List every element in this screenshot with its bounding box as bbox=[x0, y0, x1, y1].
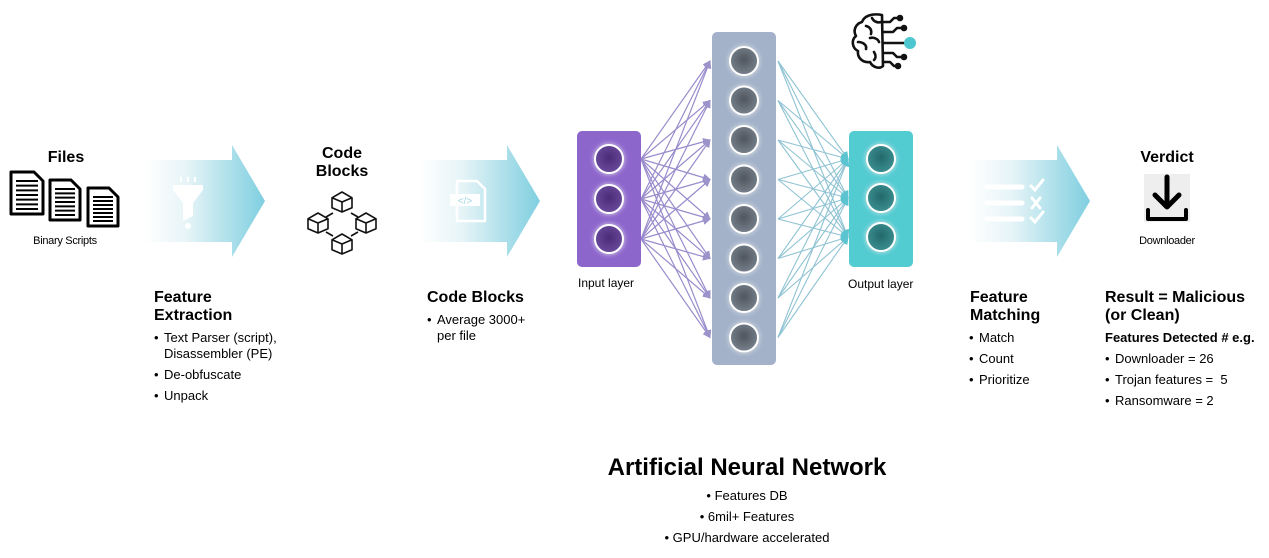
hidden-node bbox=[729, 322, 759, 353]
download-icon bbox=[1144, 174, 1190, 222]
feature-matching-list: Match Count Prioritize bbox=[969, 330, 1069, 393]
input-node bbox=[594, 184, 624, 214]
connection-line bbox=[640, 99, 711, 240]
connection-line bbox=[640, 238, 711, 339]
list-item: Downloader = 26 bbox=[1105, 351, 1265, 367]
document-icon bbox=[9, 170, 120, 228]
output-node bbox=[866, 222, 896, 252]
output-layer-label: Output layer bbox=[848, 277, 914, 291]
list-item: Prioritize bbox=[969, 372, 1069, 388]
document-icon bbox=[86, 186, 120, 228]
verdict-title: Verdict bbox=[1140, 149, 1194, 166]
list-item: Trojan features = 5 bbox=[1105, 372, 1265, 388]
output-node bbox=[866, 183, 896, 213]
document-icon bbox=[9, 170, 45, 216]
hidden-node bbox=[729, 125, 759, 155]
feature-extraction-title-line2: Extraction bbox=[154, 307, 233, 324]
result-list: Downloader = 26 Trojan features = 5 Rans… bbox=[1105, 351, 1265, 414]
feature-extraction-arrow bbox=[145, 145, 265, 257]
connection-line bbox=[777, 236, 849, 338]
feature-extraction-title-line1: Feature bbox=[154, 289, 212, 306]
hidden-layer-box bbox=[712, 32, 776, 365]
list-item: Count bbox=[969, 351, 1069, 367]
cubes-icon bbox=[307, 191, 377, 255]
code-blocks-arrow: </> bbox=[420, 145, 540, 257]
hidden-node bbox=[729, 46, 759, 76]
code-blocks-title-line1: Code bbox=[322, 145, 362, 162]
connection-line bbox=[640, 217, 711, 240]
feature-matching-title: Feature Matching bbox=[970, 289, 1040, 325]
list-item: Unpack bbox=[154, 388, 314, 404]
feature-matching-title-line1: Feature bbox=[970, 289, 1028, 306]
connection-line bbox=[640, 178, 711, 240]
cube bbox=[331, 233, 353, 255]
hidden-output-connections bbox=[777, 60, 850, 338]
list-item: Text Parser (script),Disassembler (PE) bbox=[154, 330, 314, 362]
hidden-node bbox=[729, 243, 759, 274]
input-node bbox=[594, 224, 624, 254]
hidden-node bbox=[729, 164, 759, 195]
list-item: Ransomware = 2 bbox=[1105, 393, 1265, 409]
connection-line bbox=[777, 197, 849, 338]
code-blocks-desc-title: Code Blocks bbox=[427, 289, 524, 306]
list-item: De-obfuscate bbox=[154, 367, 314, 383]
connection-line bbox=[640, 60, 711, 200]
hidden-node bbox=[729, 204, 759, 234]
document-icon bbox=[48, 178, 82, 222]
ann-bullets: • Features DB • 6mil+ Features • GPU/har… bbox=[560, 485, 934, 548]
hidden-node bbox=[729, 85, 759, 116]
connection-line bbox=[777, 139, 849, 162]
connection-line bbox=[777, 158, 849, 220]
input-hidden-connections bbox=[640, 60, 712, 339]
connection-line bbox=[777, 158, 849, 259]
input-layer-label: Input layer bbox=[578, 276, 635, 290]
result-subtitle: Features Detected # e.g. bbox=[1105, 330, 1255, 345]
cube bbox=[331, 191, 353, 213]
ann-bullet: • GPU/hardware accelerated bbox=[664, 530, 830, 545]
connection-line bbox=[777, 60, 849, 160]
ann-title: Artificial Neural Network bbox=[607, 454, 887, 481]
ai-brain-icon bbox=[851, 13, 908, 70]
ann-bullet: • Features DB bbox=[706, 488, 788, 503]
connection-line bbox=[777, 157, 849, 181]
ai-brain-dot bbox=[904, 37, 916, 49]
result-title: Result = Malicious (or Clean) bbox=[1105, 289, 1245, 325]
hidden-node bbox=[729, 283, 759, 313]
result-title-line1: Result = Malicious bbox=[1105, 289, 1246, 306]
feature-matching-arrow bbox=[970, 145, 1090, 257]
input-node bbox=[594, 144, 624, 174]
files-caption: Binary Scripts bbox=[33, 235, 97, 247]
files-title: Files bbox=[47, 149, 85, 166]
list-item: Match bbox=[969, 330, 1069, 346]
connection-line bbox=[777, 100, 849, 160]
verdict-caption: Downloader bbox=[1139, 235, 1195, 247]
connection-line bbox=[640, 238, 711, 299]
result-title-line2: (or Clean) bbox=[1105, 307, 1180, 324]
connection-line bbox=[640, 60, 712, 240]
svg-text:</>: </> bbox=[458, 196, 473, 207]
connection-line bbox=[777, 158, 849, 299]
feature-extraction-title: Feature Extraction bbox=[154, 289, 232, 325]
connection-line bbox=[640, 238, 711, 261]
checklist-icon bbox=[984, 178, 1045, 225]
connection-line bbox=[640, 60, 711, 160]
connection-line bbox=[640, 139, 711, 240]
list-item: Average 3000+per file bbox=[427, 312, 557, 344]
cube bbox=[355, 212, 377, 234]
code-blocks-title-line2: Blocks bbox=[315, 163, 369, 180]
code-file-icon: </> bbox=[450, 179, 487, 223]
code-blocks-title: Code Blocks bbox=[300, 145, 384, 181]
feature-extraction-list: Text Parser (script),Disassembler (PE) D… bbox=[154, 330, 314, 409]
connection-line bbox=[777, 158, 850, 338]
ann-bullet: • 6mil+ Features bbox=[699, 509, 795, 524]
code-blocks-desc-list: Average 3000+per file bbox=[427, 312, 557, 349]
output-node bbox=[866, 144, 896, 174]
cube bbox=[307, 212, 329, 234]
feature-matching-title-line2: Matching bbox=[970, 307, 1041, 324]
funnel-icon bbox=[173, 177, 203, 229]
